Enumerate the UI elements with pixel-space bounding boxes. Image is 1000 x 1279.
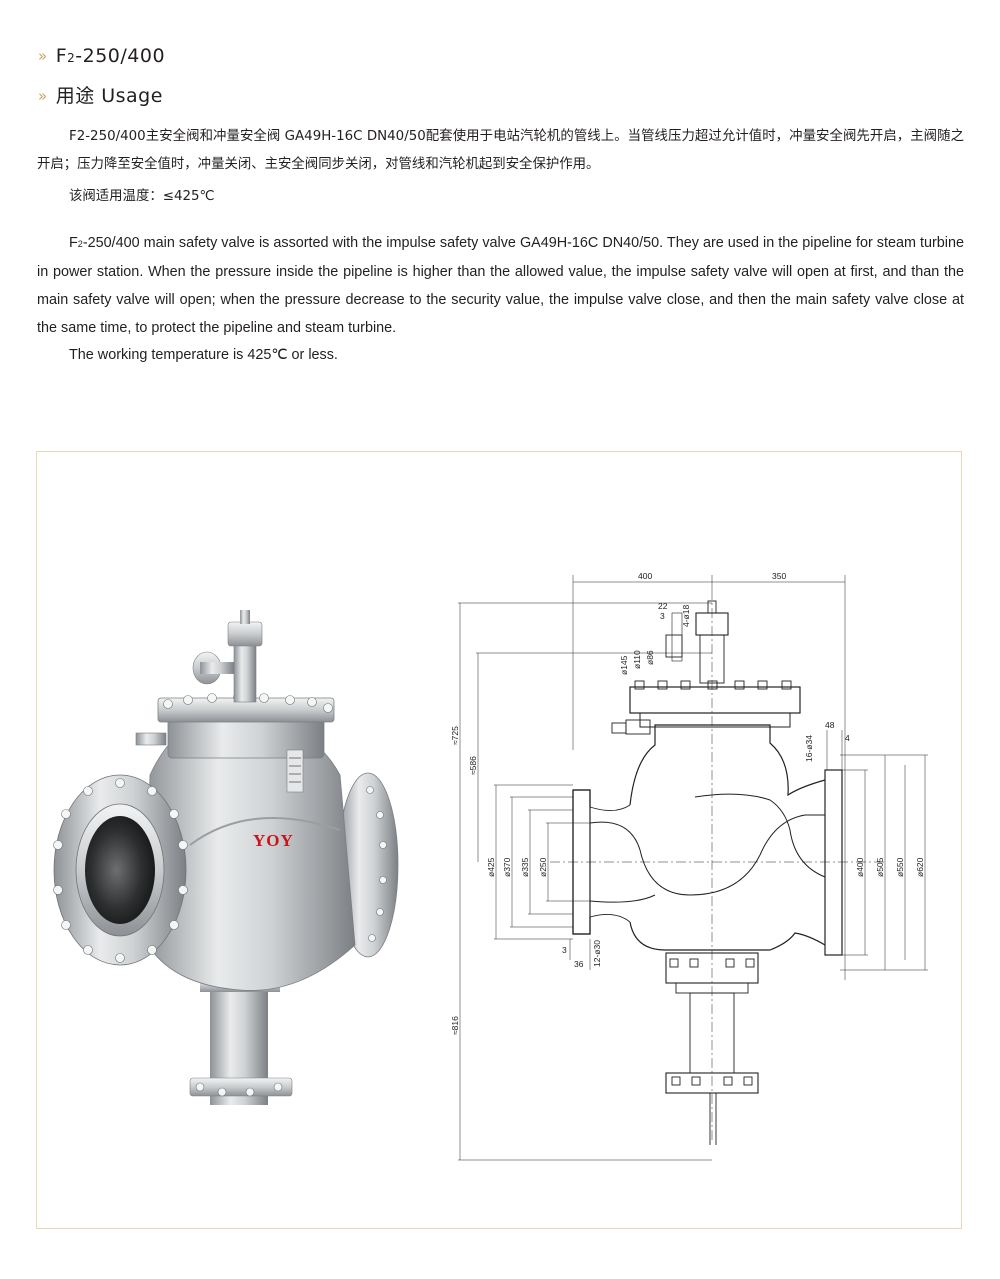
dim-110: ø110 — [632, 650, 642, 669]
dim-22: 22 — [658, 601, 668, 611]
valve-photo: YOY — [53, 610, 399, 1105]
dim-4: 4 — [845, 733, 850, 743]
dim-550: ø550 — [895, 857, 905, 877]
en-description: F2-250/400 main safety valve is assorted… — [37, 229, 964, 342]
en-model-prefix: F — [69, 235, 78, 251]
dim-370: ø370 — [502, 857, 512, 877]
dim-620: ø620 — [915, 857, 925, 877]
model-suffix: -250/400 — [75, 45, 166, 67]
dim-3a: 3 — [660, 611, 665, 621]
dim-250: ø250 — [538, 857, 548, 877]
en-description-text: -250/400 main safety valve is assorted w… — [37, 235, 964, 336]
dim-16-34: 16-ø34 — [804, 735, 814, 762]
dim-3b: 3 — [562, 945, 567, 955]
dim-top-left: 400 — [638, 571, 652, 581]
dim-586: ≈586 — [468, 756, 478, 775]
usage-heading-label: 用途 Usage — [55, 85, 163, 107]
dim-816: ≈816 — [450, 1016, 460, 1035]
chevron-icon: » — [38, 47, 48, 65]
dim-4-18: 4-ø18 — [681, 605, 691, 627]
cn-description: F2-250/400主安全阀和冲量安全阀 GA49H-16C DN40/50配套… — [37, 129, 964, 172]
cn-temperature: 该阀适用温度：≤425℃ — [69, 189, 215, 204]
dim-505: ø505 — [875, 857, 885, 877]
dim-725: ≈725 — [450, 726, 460, 745]
technical-drawing: 400 350 22 3 4-ø18 ø145 ø110 ø86 ≈725 ≈5… — [450, 571, 928, 1161]
model-subscript: 2 — [67, 51, 76, 65]
dim-335: ø335 — [520, 857, 530, 877]
model-heading: » F2-250/400 — [38, 44, 165, 70]
brand-label: YOY — [253, 831, 294, 850]
dim-425: ø425 — [486, 857, 496, 877]
en-model-subscript: 2 — [77, 239, 83, 249]
model-prefix: F — [55, 45, 68, 67]
dim-48: 48 — [825, 720, 835, 730]
dim-400: ø400 — [855, 857, 865, 877]
usage-heading: » 用途 Usage — [38, 84, 163, 108]
dim-12-30: 12-ø30 — [592, 940, 602, 967]
en-temperature: The working temperature is 425℃ or less. — [69, 347, 338, 363]
dim-145: ø145 — [619, 655, 629, 675]
dim-top-right: 350 — [772, 571, 786, 581]
chevron-icon: » — [38, 87, 48, 105]
dim-36: 36 — [574, 959, 584, 969]
dim-86: ø86 — [645, 650, 655, 665]
figure-frame — [36, 451, 962, 1229]
